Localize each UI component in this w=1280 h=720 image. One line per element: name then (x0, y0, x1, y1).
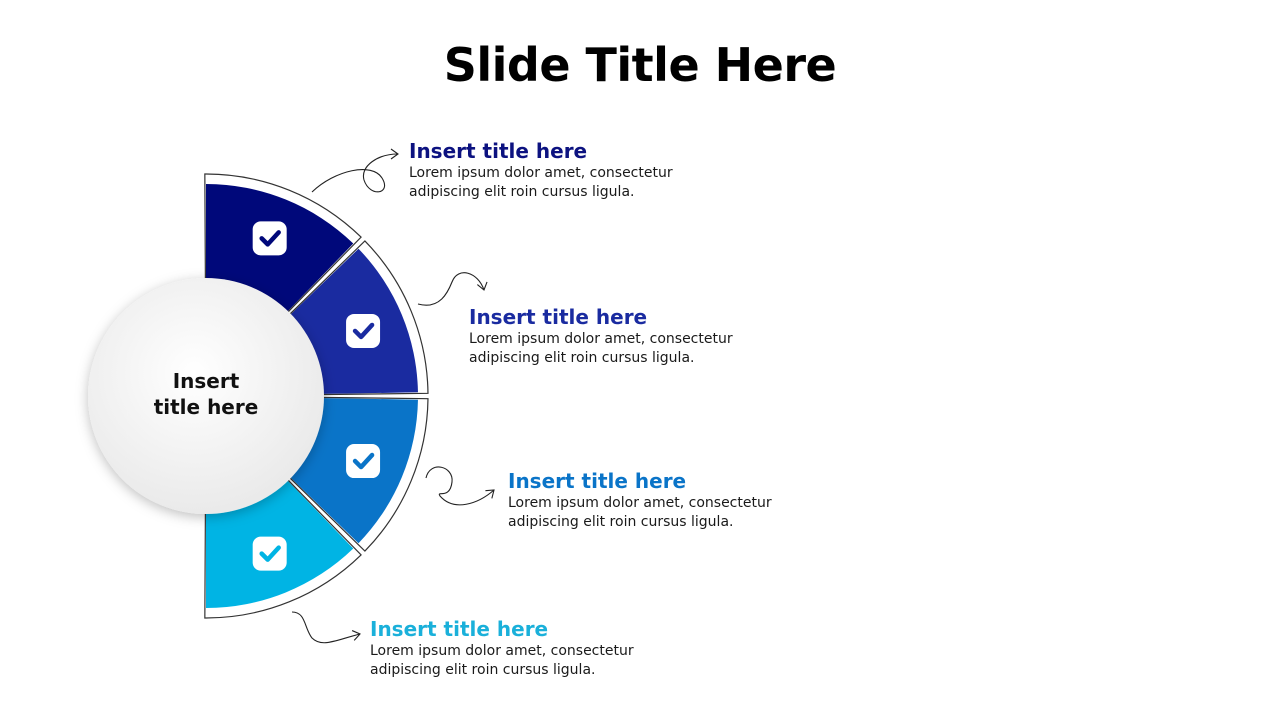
arrowhead-icon (477, 281, 488, 291)
item-1-description-line2: adipiscing elit roin cursus ligula. (409, 184, 635, 200)
check-icon (252, 536, 287, 571)
item-4-text: Insert title here Lorem ipsum dolor amet… (370, 616, 750, 680)
center-label: Insert title here (106, 368, 306, 420)
item-2-description: Lorem ipsum dolor amet, consectetur adip… (469, 330, 769, 368)
item-4-title: Insert title here (370, 617, 549, 641)
item-4-description-line2: adipiscing elit roin cursus ligula. (370, 662, 596, 678)
connector-arrow-3 (425, 466, 495, 506)
arrowhead-icon (485, 489, 495, 499)
check-icon (346, 313, 381, 348)
item-2-text: Insert title here Lorem ipsum dolor amet… (469, 304, 849, 368)
item-3-text: Insert title here Lorem ipsum dolor amet… (508, 468, 888, 532)
item-1-description-line1: Lorem ipsum dolor amet, consectetur (409, 165, 673, 181)
item-2-description-line1: Lorem ipsum dolor amet, consectetur (469, 331, 733, 347)
item-2-description-line2: adipiscing elit roin cursus ligula. (469, 350, 695, 366)
check-icon (252, 221, 287, 256)
check-icon (346, 444, 381, 479)
center-label-line1: Insert (172, 369, 240, 393)
item-3-description-line2: adipiscing elit roin cursus ligula. (508, 514, 734, 530)
arrowhead-icon (390, 148, 399, 160)
slide-title: Slide Title Here (443, 38, 837, 92)
item-1-title: Insert title here (409, 139, 588, 163)
connector-arrow-4 (291, 611, 361, 644)
item-3-description-line1: Lorem ipsum dolor amet, consectetur (508, 495, 772, 511)
item-1-text: Insert title here Lorem ipsum dolor amet… (409, 138, 789, 202)
item-2-title: Insert title here (469, 305, 648, 329)
item-3-title: Insert title here (508, 469, 687, 493)
arrowhead-icon (351, 630, 361, 641)
connector-arrow-2 (417, 272, 485, 306)
item-4-description: Lorem ipsum dolor amet, consectetur adip… (370, 642, 670, 680)
connector-arrow-1 (311, 153, 399, 193)
center-circle (88, 278, 324, 514)
item-3-description: Lorem ipsum dolor amet, consectetur adip… (508, 494, 808, 532)
item-1-description: Lorem ipsum dolor amet, consectetur adip… (409, 164, 709, 202)
center-label-line2: title here (153, 395, 259, 419)
item-4-description-line1: Lorem ipsum dolor amet, consectetur (370, 643, 634, 659)
